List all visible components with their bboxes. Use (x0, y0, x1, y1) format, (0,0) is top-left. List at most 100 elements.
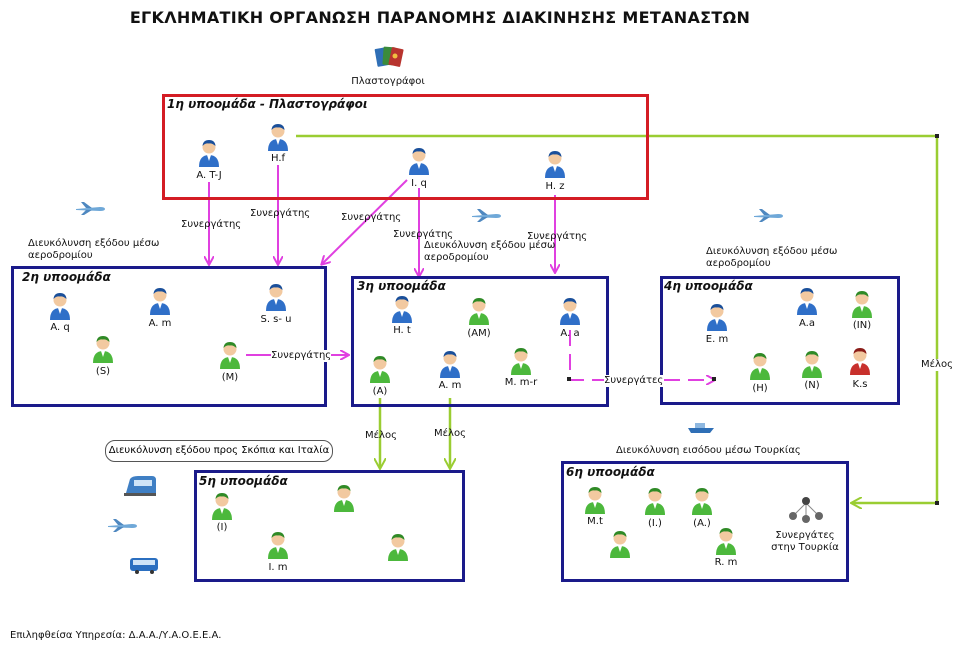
group-5-title: 5η υποομάδα (199, 474, 288, 488)
member-label: I. m (268, 562, 288, 573)
member-label: A. a (560, 328, 580, 339)
group-6-box (561, 461, 849, 582)
member-label: A. m (438, 380, 462, 391)
member-label: H. z (545, 181, 565, 192)
edge-label-melos: Μέλος (365, 430, 397, 441)
member-label: (S) (95, 366, 111, 377)
group-4-box (660, 276, 900, 405)
passport-label: Πλαστογράφοι (351, 76, 425, 87)
member-label: M.t (587, 516, 603, 527)
passport-icon (374, 46, 404, 67)
note-skopje-italy: Διευκόλυνση εξόδου προς Σκόπια και Ιταλί… (105, 440, 333, 462)
train-icon (124, 476, 156, 496)
person-icon (714, 525, 738, 555)
person-icon (266, 529, 290, 559)
person-icon (148, 285, 172, 315)
person-icon (800, 348, 824, 378)
airplane-icon (108, 519, 137, 532)
person-icon (438, 348, 462, 378)
member-label: M. m-r (504, 377, 538, 388)
edge-label-synergatis: Συνεργάτης (393, 229, 454, 240)
note-airport-g3: Διευκόλυνση εξόδου μέσω αεροδρομίου (424, 240, 556, 263)
person-icon (48, 290, 72, 320)
member-label: (A) (372, 386, 388, 397)
person-icon (848, 345, 872, 375)
group-2-title: 2η υποομάδα (22, 270, 111, 284)
member-label: A. T-J (196, 170, 222, 181)
edge-label-synergatis: Συνεργάτης (271, 350, 332, 362)
group-1-title: 1η υποομάδα - Πλαστογράφοι (167, 97, 368, 111)
person-icon (850, 288, 874, 318)
network-icon (789, 497, 823, 523)
person-icon (690, 485, 714, 515)
edge-hf-to-g6 (296, 134, 939, 503)
person-icon (543, 148, 567, 178)
airplane-icon (472, 209, 501, 222)
member-label: A. q (50, 322, 70, 333)
member-label: (AM) (467, 328, 491, 339)
person-icon (210, 490, 234, 520)
person-icon (390, 293, 414, 323)
edge-label-synergatis: Συνεργάτης (181, 219, 242, 230)
person-icon (558, 295, 582, 325)
member-label: (I.) (648, 518, 662, 529)
group-5-box (194, 470, 465, 582)
airplane-icon (754, 209, 783, 222)
member-label: (M) (221, 372, 239, 383)
member-label: (N) (804, 380, 820, 391)
person-icon (608, 528, 632, 558)
note-airport-g4: Διευκόλυνση εξόδου μέσω αεροδρομίου (706, 246, 838, 269)
person-icon (705, 301, 729, 331)
footer-text: Επιληφθείσα Υπηρεσία: Δ.Α.Α./Υ.Α.Ο.Ε.Ε.Α… (10, 630, 222, 641)
person-icon (795, 285, 819, 315)
member-label: A.a (799, 318, 815, 329)
edge-label-synergatis: Συνεργάτης (527, 231, 588, 242)
member-label: K.s (852, 379, 868, 390)
member-label: (I) (216, 522, 228, 533)
person-icon (368, 353, 392, 383)
person-icon (332, 482, 356, 512)
person-icon (583, 484, 607, 514)
member-label: A. m (148, 318, 172, 329)
member-label: H. t (393, 325, 411, 336)
diagram-title: ΕΓΚΛΗΜΑΤΙΚΗ ΟΡΓΑΝΩΣΗ ΠΑΡΑΝΟΜΗΣ ΔΙΑΚΙΝΗΣΗ… (129, 8, 751, 27)
group-3-title: 3η υποομάδα (357, 279, 446, 293)
member-label: (H) (752, 383, 768, 394)
group-2-box (11, 266, 327, 407)
person-icon (197, 137, 221, 167)
group-3-box (351, 276, 609, 407)
note-airport-g2: Διευκόλυνση εξόδου μέσω αεροδρομίου (28, 238, 160, 261)
group-4-title: 4η υποομάδα (664, 279, 753, 293)
person-icon (91, 333, 115, 363)
airplane-icon (76, 202, 105, 215)
person-icon (643, 485, 667, 515)
member-label: (A.) (693, 518, 711, 529)
member-label: H.f (270, 153, 286, 164)
member-label: S. s- u (260, 314, 292, 325)
member-label: (IN) (852, 320, 872, 331)
group-6-title: 6η υποομάδα (566, 465, 655, 479)
member-label: E. m (705, 334, 729, 345)
note-turkey-entry: Διευκόλυνση εισόδου μέσω Τουρκίας (616, 445, 801, 456)
edge-label-synergatis: Συνεργάτης (250, 208, 311, 219)
person-icon (467, 295, 491, 325)
edge-label-melos: Μέλος (434, 428, 466, 439)
edge-iq-to-g2 (322, 179, 408, 264)
group-1-box (162, 94, 649, 200)
person-icon (509, 345, 533, 375)
person-icon (266, 121, 290, 151)
person-icon (264, 281, 288, 311)
person-icon (407, 145, 431, 175)
person-icon (386, 531, 410, 561)
edge-label-melos: Μέλος (921, 359, 953, 371)
edge-label-synergates: Συνεργάτες (604, 375, 664, 387)
member-label: R. m (714, 557, 738, 568)
note-turkey-partners: Συνεργάτες στην Τουρκία (771, 530, 839, 553)
bus-icon (130, 558, 158, 574)
edge-label-synergatis: Συνεργάτης (341, 212, 402, 223)
member-label: I. q (411, 178, 427, 189)
person-icon (748, 350, 772, 380)
person-icon (218, 339, 242, 369)
